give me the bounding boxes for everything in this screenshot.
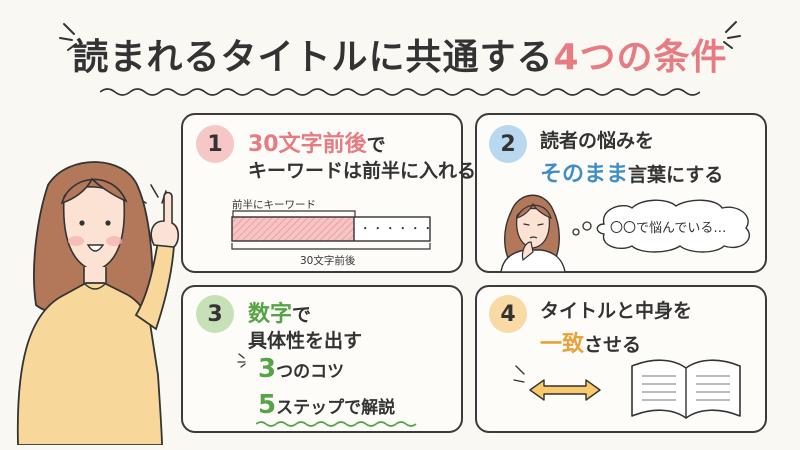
card-4-line2: 一致させる: [540, 326, 641, 358]
card-4-line2-accent: 一致: [540, 332, 585, 357]
title-accent: 4つの条件: [553, 37, 728, 78]
card-1-bar-bottom-bracket-icon: [231, 243, 431, 250]
card-1-line1: 30文字前後で: [248, 126, 386, 158]
page-title: 読まれるタイトルに共通する4つの条件: [0, 28, 800, 80]
card-1-number-badge: 1: [196, 125, 234, 163]
card-1-line1-rest: で: [366, 134, 386, 156]
title-main: 読まれるタイトルに共通する: [72, 37, 554, 78]
card-3-line1: 数字で: [248, 296, 311, 328]
card-3-number-badge: 3: [196, 295, 234, 333]
card-2-number-badge: 2: [489, 125, 527, 163]
card-4-line1: タイトルと中身を: [540, 300, 693, 322]
card-1-title-length-bar: [231, 216, 431, 242]
thought-bubble-icon: [572, 199, 751, 253]
wavy-underline-icon: [100, 88, 700, 96]
card-2-bubble-text: 〇〇で悩んでいる…: [610, 221, 727, 236]
card-3-line2: 具体性を出す: [248, 330, 363, 352]
card-1-bar-top-label: 前半にキーワード: [232, 199, 316, 211]
card-3-example1-number: 3: [258, 354, 277, 384]
card-2-line1: 読者の悩みを: [540, 130, 655, 152]
card-1-line2: キーワードは前半に入れる: [248, 160, 477, 182]
card-3-example2: 5ステップで解説: [258, 390, 395, 420]
card-3-example2-number: 5: [258, 390, 277, 420]
card-3-example1: 3つのコツ: [258, 354, 344, 384]
card-3-example1-text: つのコツ: [276, 362, 345, 382]
thinking-woman-illustration: [500, 194, 566, 272]
woman-pointing-illustration: [16, 161, 180, 445]
open-book-icon: [631, 359, 741, 419]
card-3-wavy-underline-icon: [256, 421, 417, 427]
card-3-spark-icon: [237, 353, 246, 368]
card-1-bar-bottom-label: 30文字前後: [300, 255, 356, 267]
card-1-bar-dots: ・・・・・・: [360, 223, 435, 235]
card-4-line2-rest: させる: [584, 334, 642, 356]
card-2-line2: そのまま言葉にする: [540, 156, 723, 188]
card-2-line2-accent: そのまま: [540, 162, 629, 187]
card-4-number-badge: 4: [489, 295, 527, 333]
card-3-line1-rest: で: [292, 304, 312, 326]
card-2-line2-rest: 言葉にする: [628, 164, 724, 186]
title-left-spark-icon: [59, 23, 77, 51]
card-3-example2-text: ステップで解説: [276, 398, 396, 418]
card-1-line1-accent: 30文字前後: [248, 132, 367, 157]
double-arrow-icon: [513, 365, 601, 401]
card-3-line1-accent: 数字: [248, 302, 293, 327]
title-right-spark-icon: [723, 21, 741, 49]
card-1-bar-bracket-icon: [232, 210, 356, 217]
